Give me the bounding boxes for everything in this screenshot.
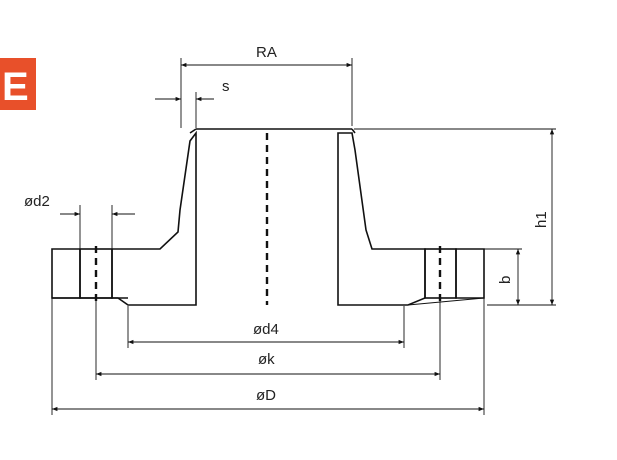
logo-letter: E (2, 65, 29, 109)
label-ra: RA (256, 44, 277, 61)
right-body-hatch (337, 132, 426, 306)
label-D: øD (256, 387, 276, 404)
label-b: b (497, 276, 514, 284)
right-ring-hatch (455, 248, 485, 299)
label-d4: ød4 (253, 321, 279, 338)
label-s: s (222, 78, 230, 95)
dimension-D: øD (51, 249, 485, 415)
dimension-s: s (155, 78, 230, 128)
dimension-k: øk (95, 298, 441, 380)
logo-background (0, 58, 36, 110)
dimension-d4: ød4 (127, 306, 405, 348)
left-body-hatch (111, 130, 197, 306)
dimension-ra: RA (180, 44, 353, 128)
dimension-d2: ød2 (24, 193, 135, 248)
label-h1: h1 (533, 211, 550, 228)
dimension-b: b (484, 248, 522, 305)
brand-logo: E (0, 58, 36, 110)
left-ring-hatch (51, 248, 81, 299)
label-k: øk (258, 351, 275, 368)
flange-section (51, 128, 485, 306)
label-d2: ød2 (24, 193, 50, 210)
dimension-h1: h1 (354, 128, 556, 306)
